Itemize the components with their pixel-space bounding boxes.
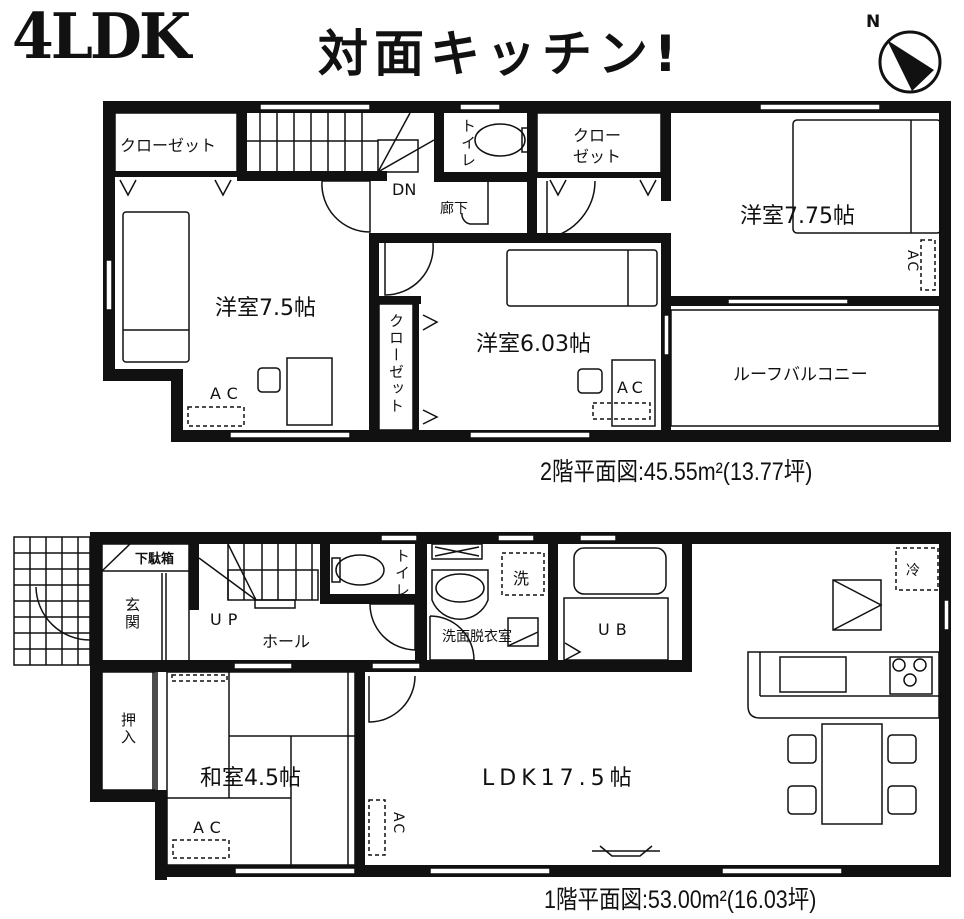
f1-shoe-box-label: 下駄箱 [135, 552, 175, 567]
f1-hall-label: ホール [262, 632, 311, 651]
f1-entrance-label: 玄関 [123, 597, 141, 631]
f2-ac-center: AC [617, 378, 647, 397]
f1-ac-japanese: AC [193, 818, 227, 837]
f1-washroom-label: 洗面脱衣室 [442, 629, 512, 645]
f2-toilet-label: トイレ [459, 118, 477, 169]
f1-japanese-room-label: 和室4.5帖 [200, 766, 301, 791]
f2-western-room-left: 洋室7.5帖 [215, 296, 316, 321]
f1-toilet-label: トイレ [393, 548, 411, 599]
f2-closet-top-label-1: クロー [573, 126, 622, 145]
f1-fridge-label: 冷 [906, 563, 920, 579]
f2-closet-left-label: クローゼット [120, 136, 217, 155]
f1-ac-ldk: AC [390, 812, 406, 836]
f2-closet-top-label-2: ゼット [573, 147, 622, 166]
catchphrase-title: 対面キッチン! [318, 25, 683, 83]
f1-ldk-label: LDK17.5帖 [482, 766, 637, 791]
f2-western-room-right: 洋室7.75帖 [740, 204, 855, 229]
f2-ac-left: AC [210, 384, 244, 403]
f2-corridor-label: 廊下 [440, 201, 468, 217]
f2-area-label: 2階平面図:45.55m²(13.77坪) [540, 458, 813, 486]
layout-type-title: 4LDK [12, 0, 191, 74]
f1-stairs-up-label: UP [210, 610, 244, 629]
f2-roof-balcony-label: ルーフバルコニー [733, 365, 868, 385]
f2-western-room-center: 洋室6.03帖 [476, 332, 591, 357]
f2-stairs-down-label: DN [392, 180, 417, 199]
f1-unit-bath-label: UB [598, 620, 633, 639]
compass-north-label: N [866, 12, 881, 32]
f1-washer-label: 洗 [513, 569, 530, 588]
f1-area-label: 1階平面図:53.00m²(16.03坪) [544, 886, 817, 914]
f2-ac-right: AC [904, 250, 920, 274]
f1-storage-label: 押入 [119, 712, 137, 746]
f2-closet-vertical-label: クローゼット [387, 313, 405, 415]
